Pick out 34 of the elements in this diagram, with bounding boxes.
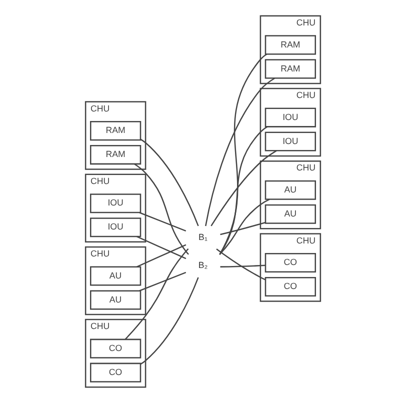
connector <box>136 236 186 260</box>
node-box: RAM <box>264 59 316 79</box>
connector <box>220 264 265 268</box>
connector <box>210 150 276 226</box>
connector <box>124 248 188 340</box>
node-box: IOU <box>90 218 141 238</box>
node-box: CO <box>264 252 316 273</box>
connector <box>140 277 198 365</box>
connector <box>218 198 270 255</box>
node-box: CO <box>90 338 141 358</box>
connector <box>140 138 198 226</box>
connector <box>134 164 188 255</box>
node-box: IOU <box>90 194 141 214</box>
node-box: CO <box>90 362 141 382</box>
node-box: RAM <box>264 35 316 55</box>
node-text: B₂ <box>198 260 208 270</box>
node-box: AU <box>264 204 316 224</box>
node-text: B₁ <box>198 232 207 242</box>
connector <box>138 272 186 292</box>
node-box: RAM <box>90 121 141 141</box>
node-box: AU <box>90 290 141 310</box>
node-box: AU <box>90 266 141 286</box>
connector <box>204 78 274 226</box>
connector <box>220 222 266 236</box>
node-box: RAM <box>90 145 141 165</box>
connector <box>138 212 186 232</box>
node-box: CO <box>264 276 316 297</box>
connector <box>218 54 267 255</box>
node-box: IOU <box>264 132 316 152</box>
node-box: AU <box>264 180 316 200</box>
connector <box>216 248 266 280</box>
connector <box>136 244 186 268</box>
node-box: IOU <box>264 108 316 128</box>
connector <box>218 126 268 255</box>
